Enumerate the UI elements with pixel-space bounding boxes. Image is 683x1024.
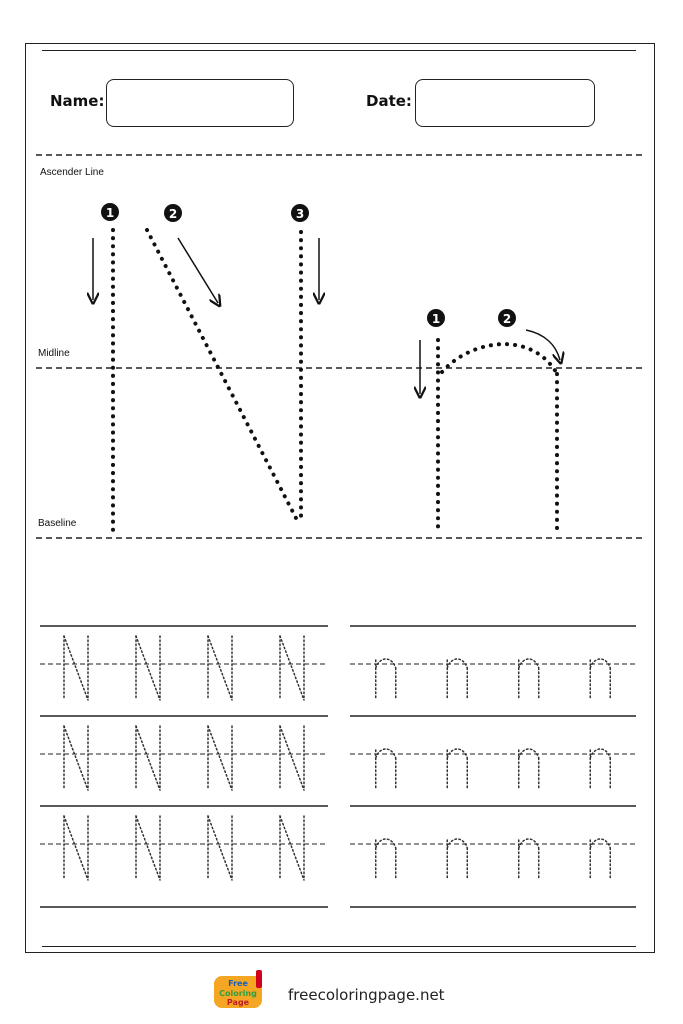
trace-letter-lowercase-n [518, 838, 540, 881]
step-badge-3: 3 [291, 204, 309, 222]
midline-label: Midline [38, 348, 70, 359]
uppercase-practice-row[interactable] [40, 625, 328, 701]
top-rule [42, 50, 636, 51]
lowercase-practice-row[interactable] [350, 715, 636, 791]
site-link[interactable]: freecoloringpage.net [288, 986, 445, 1004]
trace-letter-uppercase-n [135, 635, 161, 701]
bottom-rule [42, 946, 636, 947]
trace-letter-lowercase-n [446, 838, 468, 881]
step-badge-2: 2 [164, 204, 182, 222]
trace-letter-uppercase-n [135, 815, 161, 881]
trace-letter-uppercase-n [63, 725, 89, 791]
svg-text:Free: Free [228, 979, 248, 988]
trace-letter-uppercase-n [207, 635, 233, 701]
trace-letter-lowercase-n [589, 838, 611, 881]
date-field[interactable] [415, 79, 595, 127]
uppercase-stroke-arrows [93, 237, 319, 303]
trace-letter-uppercase-n [279, 815, 305, 881]
trace-letter-uppercase-n [279, 635, 305, 701]
practice-area [40, 625, 636, 908]
baseline-label: Baseline [38, 518, 77, 529]
svg-text:Page: Page [227, 998, 250, 1007]
uppercase-n-demo [111, 228, 303, 534]
lowercase-practice-row[interactable] [350, 625, 636, 701]
trace-letter-lowercase-n [446, 748, 468, 791]
trace-letter-uppercase-n [279, 725, 305, 791]
lowercase-step-badge-1: 1 [427, 309, 445, 327]
svg-text:2: 2 [503, 312, 511, 326]
trace-letter-lowercase-n [518, 658, 540, 701]
svg-text:3: 3 [296, 207, 304, 221]
uppercase-practice-row[interactable] [40, 715, 328, 791]
trace-letter-uppercase-n [207, 815, 233, 881]
svg-text:1: 1 [432, 312, 440, 326]
lowercase-practice-row[interactable] [350, 805, 636, 908]
ascender-line-label: Ascender Line [40, 167, 104, 178]
name-label: Name: [50, 92, 105, 110]
lowercase-n-demo [436, 338, 559, 530]
lowercase-stroke-arrows [420, 329, 560, 394]
svg-text:1: 1 [106, 206, 114, 220]
trace-letter-uppercase-n [63, 635, 89, 701]
step-badge-1: 1 [101, 203, 119, 221]
trace-letter-uppercase-n [135, 725, 161, 791]
date-label: Date: [366, 92, 412, 110]
worksheet-frame [25, 43, 655, 953]
trace-letter-uppercase-n [63, 815, 89, 881]
trace-letter-lowercase-n [518, 748, 540, 791]
svg-text:Coloring: Coloring [219, 989, 257, 998]
trace-letter-lowercase-n [375, 838, 397, 881]
free-coloring-page-logo: Free Coloring Page [214, 970, 262, 1008]
trace-letter-lowercase-n [375, 748, 397, 791]
trace-letter-lowercase-n [589, 658, 611, 701]
name-field[interactable] [106, 79, 294, 127]
lowercase-step-badge-2: 2 [498, 309, 516, 327]
svg-text:2: 2 [169, 207, 177, 221]
trace-letter-lowercase-n [589, 748, 611, 791]
trace-letter-lowercase-n [446, 658, 468, 701]
trace-letter-lowercase-n [375, 658, 397, 701]
trace-letter-uppercase-n [207, 725, 233, 791]
uppercase-practice-row[interactable] [40, 805, 328, 908]
